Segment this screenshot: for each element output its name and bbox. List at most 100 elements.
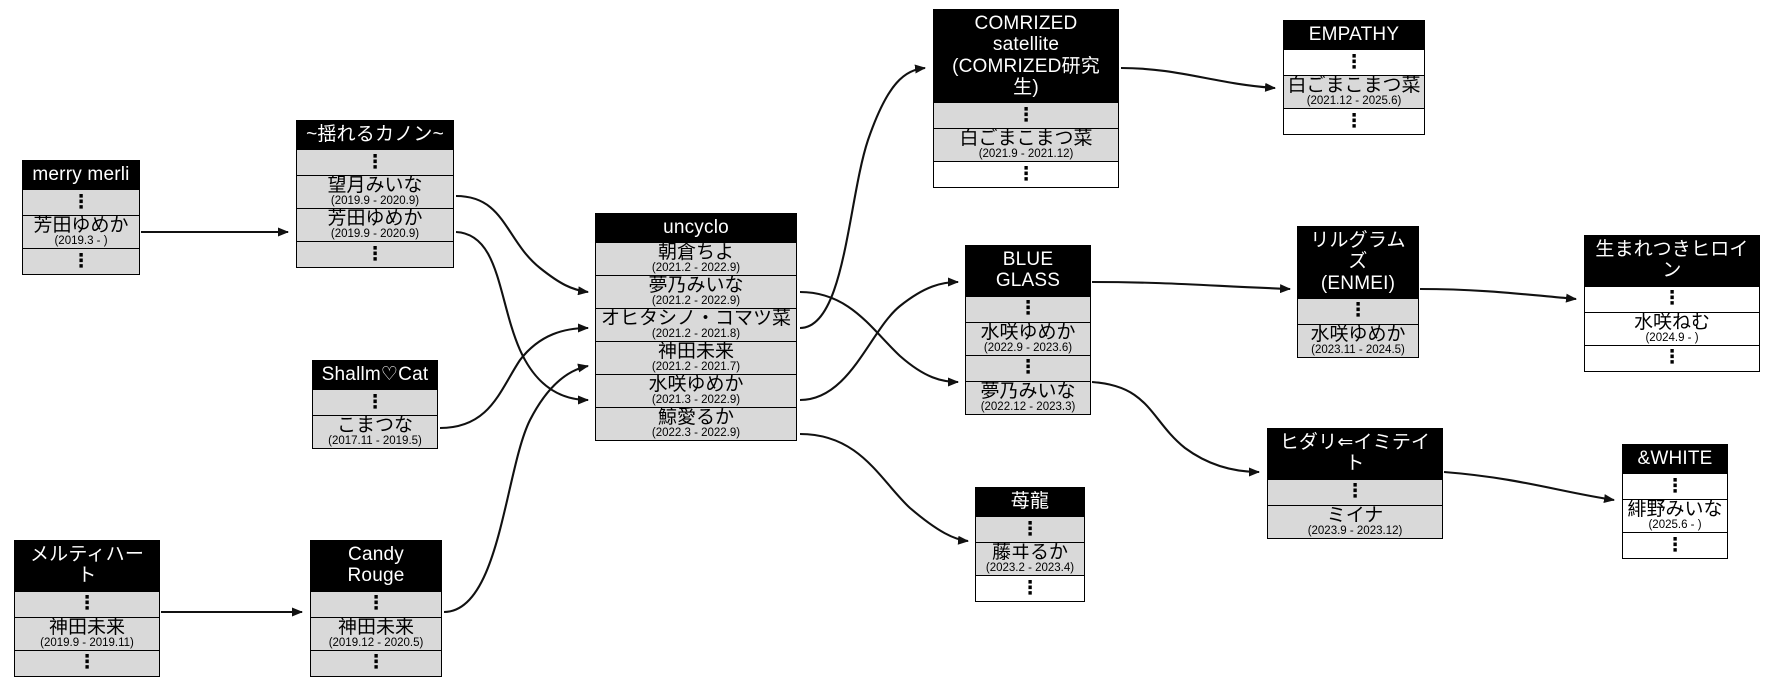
member-row[interactable]: 水咲ねむ(2024.9 - ) (1585, 311, 1759, 345)
ellipsis-row: ⋮ (15, 590, 159, 617)
vertical-ellipsis-icon: ⋮ (1665, 475, 1685, 497)
edge-uncyclo-yumeno-to-blueglass (799, 290, 959, 387)
ellipsis-row: ⋮ (934, 161, 1118, 188)
member-row[interactable]: 神田未来(2019.9 - 2019.11) (15, 616, 159, 650)
member-row[interactable]: 神田未来(2021.2 - 2021.7) (596, 341, 796, 375)
ellipsis-row: ⋮ (313, 389, 437, 416)
member-dates: (2021.12 - 2025.6) (1306, 95, 1402, 108)
member-dates: (2025.6 - ) (1648, 519, 1702, 532)
member-row[interactable]: 神田未来(2019.12 - 2020.5) (311, 616, 441, 650)
member-name: 緋野みいな (1627, 499, 1723, 521)
vertical-ellipsis-icon: ⋮ (1345, 481, 1365, 503)
member-row[interactable]: 朝倉ちよ(2021.2 - 2022.9) (596, 242, 796, 276)
ellipsis-row: ⋮ (1284, 49, 1424, 76)
vertical-ellipsis-icon: ⋮ (1662, 347, 1682, 369)
ellipsis-row: ⋮ (1298, 297, 1418, 324)
vertical-ellipsis-icon: ⋮ (365, 391, 385, 413)
member-name: 鯨愛るか (657, 407, 734, 429)
member-row[interactable]: 水咲ゆめか(2021.3 - 2022.9) (596, 374, 796, 408)
edge-kanon-yoshida-to-uncyclo-misaki (455, 230, 589, 405)
group-node-yureru_kanon[interactable]: ~揺れるカノン~⋮望月みいな(2019.9 - 2020.9)芳田ゆめか(201… (296, 120, 454, 269)
member-row[interactable]: 鯨愛るか(2022.3 - 2022.9) (596, 407, 796, 441)
group-title-empathy: EMPATHY (1284, 21, 1424, 50)
member-row[interactable]: 藤ヰるか(2023.2 - 2023.4) (976, 542, 1084, 576)
group-node-candy_rouge[interactable]: Candy Rouge⋮神田未来(2019.12 - 2020.5)⋮ (310, 540, 442, 677)
edge-uncyclo-misaki-to-blueglass (799, 277, 959, 402)
member-row[interactable]: 夢乃みいな(2021.2 - 2022.9) (596, 275, 796, 309)
member-name: 藤ヰるか (991, 542, 1068, 564)
member-dates: (2023.9 - 2023.12) (1307, 524, 1403, 537)
group-title-ichigo_ryu: 苺龍 (976, 488, 1084, 517)
group-title-umaretsuki_heroine: 生まれつきヒロイン (1585, 236, 1759, 286)
edge-shallmcat-to-uncyclo-ohitashino (439, 323, 589, 430)
group-node-ichigo_ryu[interactable]: 苺龍⋮藤ヰるか(2023.2 - 2023.4)⋮ (975, 487, 1085, 603)
member-row[interactable]: 水咲ゆめか(2022.9 - 2023.6) (966, 321, 1090, 355)
member-row[interactable]: 白ごまこまつ菜(2021.12 - 2025.6) (1284, 75, 1424, 109)
member-dates: (2019.9 - 2020.9) (330, 195, 420, 208)
member-dates: (2019.3 - ) (54, 235, 108, 248)
group-title-candy_rouge: Candy Rouge (311, 541, 441, 591)
vertical-ellipsis-icon: ⋮ (1344, 110, 1364, 132)
edge-blueglass-to-lilgramz (1091, 280, 1291, 294)
group-title-melty_heart: メルティハート (15, 541, 159, 591)
member-name: 望月みいな (327, 175, 423, 197)
edge-kanon-mochizuki-to-uncyclo-yumeno (455, 194, 589, 296)
member-row[interactable]: オヒタシノ・コマツ菜(2021.2 - 2021.8) (596, 308, 796, 342)
group-node-blue_glass[interactable]: BLUE GLASS⋮水咲ゆめか(2022.9 - 2023.6)⋮夢乃みいな(… (965, 245, 1091, 415)
member-dates: (2019.9 - 2020.9) (330, 228, 420, 241)
group-title-hidari_imitate: ヒダリ⇐イミテイト (1268, 429, 1442, 479)
member-dates: (2021.2 - 2021.8) (651, 328, 741, 341)
member-row[interactable]: 望月みいな(2019.9 - 2020.9) (297, 175, 453, 209)
ellipsis-row: ⋮ (1623, 473, 1727, 500)
group-title-comrized_satellite: COMRIZED satellite (COMRIZED研究生) (934, 10, 1118, 103)
member-dates: (2023.11 - 2024.5) (1311, 343, 1405, 356)
member-dates: (2022.3 - 2022.9) (651, 427, 741, 440)
member-row[interactable]: ミイナ(2023.9 - 2023.12) (1268, 504, 1442, 538)
group-node-and_white[interactable]: &WHITE⋮緋野みいな(2025.6 - )⋮ (1622, 444, 1728, 560)
group-node-hidari_imitate[interactable]: ヒダリ⇐イミテイト⋮ミイナ(2023.9 - 2023.12) (1267, 428, 1443, 539)
group-node-umaretsuki_heroine[interactable]: 生まれつきヒロイン⋮水咲ねむ(2024.9 - )⋮ (1584, 235, 1760, 372)
group-node-shallm_cat[interactable]: Shallm♡Cat⋮こまつな(2017.11 - 2019.5) (312, 360, 438, 450)
member-row[interactable]: 水咲ゆめか(2023.11 - 2024.5) (1298, 323, 1418, 357)
vertical-ellipsis-icon: ⋮ (1344, 51, 1364, 73)
member-name: 夢乃みいな (648, 275, 744, 297)
edge-hidari-to-andwhite (1443, 470, 1615, 503)
member-row[interactable]: 白ごまこまつ菜(2021.9 - 2021.12) (934, 128, 1118, 162)
group-title-yureru_kanon: ~揺れるカノン~ (297, 121, 453, 150)
member-name: 水咲ゆめか (1310, 323, 1406, 345)
group-title-uncyclo: uncyclo (596, 214, 796, 243)
member-dates: (2023.2 - 2023.4) (985, 562, 1075, 575)
ellipsis-row: ⋮ (976, 575, 1084, 602)
ellipsis-row: ⋮ (1585, 344, 1759, 371)
member-name: 朝倉ちよ (657, 242, 734, 264)
group-node-comrized_satellite[interactable]: COMRIZED satellite (COMRIZED研究生)⋮白ごまこまつ菜… (933, 9, 1119, 189)
member-name: 神田未来 (657, 341, 734, 363)
ellipsis-row: ⋮ (23, 248, 139, 275)
group-title-shallm_cat: Shallm♡Cat (313, 361, 437, 390)
group-node-empathy[interactable]: EMPATHY⋮白ごまこまつ菜(2021.12 - 2025.6)⋮ (1283, 20, 1425, 136)
ellipsis-row: ⋮ (23, 189, 139, 216)
vertical-ellipsis-icon: ⋮ (1018, 298, 1038, 320)
ellipsis-row: ⋮ (934, 102, 1118, 129)
member-name: 白ごまこまつ菜 (959, 128, 1093, 150)
vertical-ellipsis-icon: ⋮ (77, 652, 97, 674)
member-row[interactable]: 緋野みいな(2025.6 - ) (1623, 499, 1727, 533)
member-name: こまつな (336, 415, 413, 437)
member-row[interactable]: 夢乃みいな(2022.12 - 2023.3) (966, 380, 1090, 414)
member-row[interactable]: こまつな(2017.11 - 2019.5) (313, 415, 437, 449)
vertical-ellipsis-icon: ⋮ (1348, 300, 1368, 322)
member-dates: (2021.2 - 2022.9) (651, 262, 741, 275)
member-name: ミイナ (1326, 504, 1384, 526)
member-dates: (2019.12 - 2020.5) (328, 636, 424, 649)
group-node-lilgramz_enmei[interactable]: リルグラムズ (ENMEI)⋮水咲ゆめか(2023.11 - 2024.5) (1297, 226, 1419, 358)
edge-lilgramz-to-umaretsuki (1419, 287, 1577, 303)
group-node-merry_merli[interactable]: merry merli⋮芳田ゆめか(2019.3 - )⋮ (22, 160, 140, 276)
group-node-melty_heart[interactable]: メルティハート⋮神田未来(2019.9 - 2019.11)⋮ (14, 540, 160, 677)
member-row[interactable]: 芳田ゆめか(2019.3 - ) (23, 215, 139, 249)
member-dates: (2021.3 - 2022.9) (651, 394, 741, 407)
member-name: 水咲ゆめか (980, 321, 1076, 343)
member-row[interactable]: 芳田ゆめか(2019.9 - 2020.9) (297, 208, 453, 242)
vertical-ellipsis-icon: ⋮ (1662, 288, 1682, 310)
